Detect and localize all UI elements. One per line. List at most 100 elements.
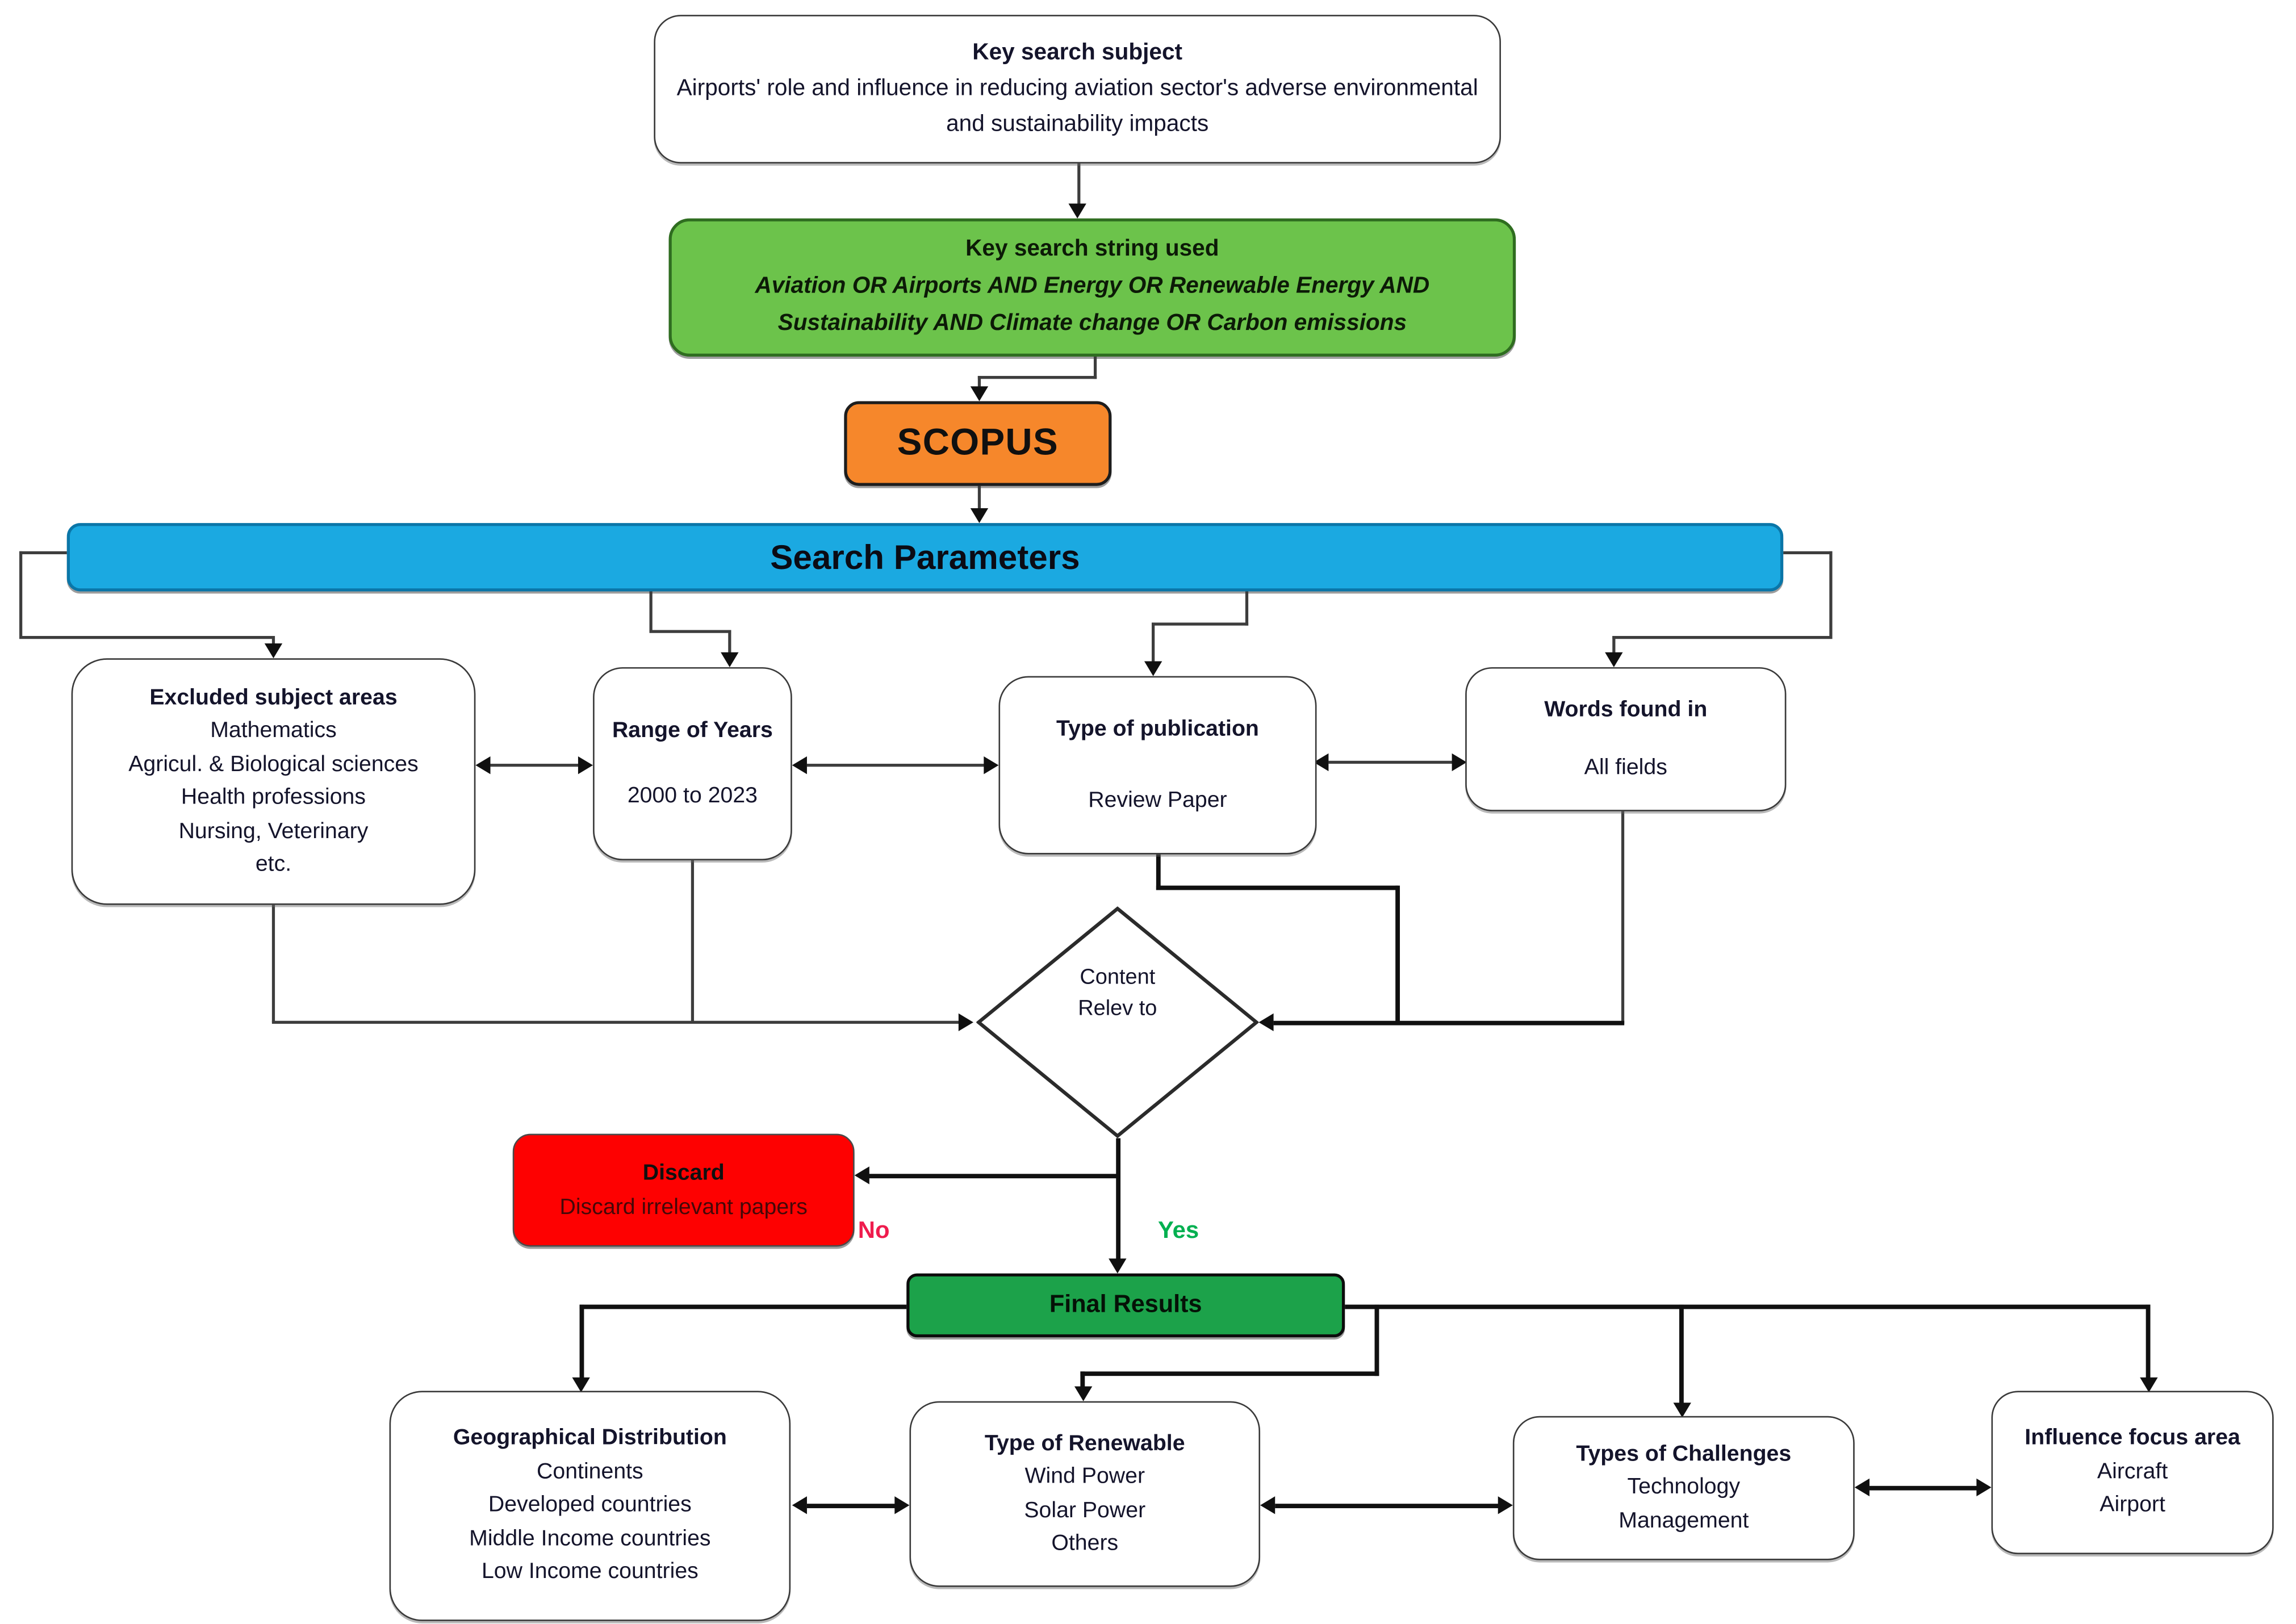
- words-found-in-title: Words found in: [1544, 697, 1708, 722]
- scopus-label: SCOPUS: [897, 422, 1059, 464]
- connector-diamond-down: [1116, 1138, 1121, 1266]
- search-parameters-label: Search Parameters: [770, 537, 1080, 576]
- decision-diamond-text: Content Relev to: [976, 963, 1258, 1026]
- excluded-line-2: Agricul. & Biological sciences: [128, 751, 419, 777]
- double-arrow-range-pub: [806, 764, 985, 767]
- excluded-line-3: Health professions: [181, 784, 366, 810]
- connector-string-down: [1093, 357, 1097, 379]
- arrowhead-into-bar: [970, 508, 989, 524]
- connector-fr-renewable-down: [1374, 1304, 1379, 1376]
- connector-into-pub: [1152, 622, 1155, 663]
- key-search-string-box: Key search string used Aviation OR Airpo…: [668, 218, 1516, 357]
- words-found-in-box: Words found in All fields: [1465, 667, 1787, 811]
- arrowhead-into-string-box: [1068, 203, 1086, 219]
- arrowhead-into-diamond-left: [958, 1013, 974, 1032]
- arrowhead-into-pub: [1144, 661, 1162, 676]
- type-of-renewable-box: Type of Renewable Wind Power Solar Power…: [909, 1401, 1261, 1587]
- excluded-subjects-box: Excluded subject areas Mathematics Agric…: [71, 658, 476, 905]
- geographical-line-2: Developed countries: [488, 1492, 692, 1518]
- connector-bar-to-pub-step: [1152, 622, 1249, 626]
- key-search-string-line2: Sustainability AND Climate change OR Car…: [777, 310, 1407, 336]
- influence-focus-area-box: Influence focus area Aircraft Airport: [1991, 1391, 2274, 1555]
- arrowhead-into-range-right: [792, 756, 807, 775]
- range-of-years-value: 2000 to 2023: [627, 783, 758, 809]
- connector-pub-down: [1156, 854, 1161, 890]
- influence-line-1: Aircraft: [2097, 1459, 2168, 1484]
- excluded-line-1: Mathematics: [210, 717, 337, 743]
- final-results-label: Final Results: [1049, 1291, 1202, 1319]
- arrowhead-into-words-left: [1452, 753, 1467, 772]
- arrowhead-into-renewable-right: [1260, 1496, 1275, 1514]
- arrowhead-into-pub-left: [984, 756, 999, 775]
- renewable-line-3: Others: [1051, 1530, 1119, 1556]
- arrowhead-into-range: [721, 652, 739, 667]
- connector-bar-right-across: [1612, 635, 1833, 639]
- geographical-line-1: Continents: [537, 1459, 643, 1484]
- connector-into-excluded: [271, 635, 275, 650]
- arrowhead-into-range-left: [578, 756, 593, 775]
- connector-into-renewable: [1080, 1371, 1085, 1389]
- key-search-string-title: Key search string used: [965, 236, 1219, 262]
- key-search-subject-title: Key search subject: [972, 40, 1183, 66]
- scopus-box: SCOPUS: [844, 401, 1112, 486]
- search-parameters-bar: Search Parameters: [66, 523, 1784, 592]
- connector-left-merge-to-diamond: [271, 1020, 960, 1024]
- type-of-publication-value: Review Paper: [1088, 787, 1227, 813]
- connector-excluded-down: [271, 905, 275, 1023]
- connector-bar-to-pub-down: [1245, 591, 1249, 626]
- connector-words-down: [1621, 811, 1625, 1024]
- connector-fr-right: [1345, 1304, 2151, 1309]
- double-arrow-geo-renewable: [806, 1504, 896, 1509]
- decision-line2: Relev to: [1078, 997, 1157, 1021]
- influence-line-2: Airport: [2100, 1492, 2165, 1518]
- connector-into-range: [728, 630, 731, 656]
- geographical-title: Geographical Distribution: [453, 1425, 727, 1451]
- arrowhead-into-challenges-left: [1498, 1496, 1513, 1514]
- discard-box: Discard Discard irrelevant papers: [512, 1133, 855, 1247]
- challenges-title: Types of Challenges: [1576, 1441, 1792, 1467]
- arrowhead-into-influence: [2140, 1377, 2158, 1392]
- type-of-publication-title: Type of publication: [1056, 715, 1259, 741]
- words-found-in-value: All fields: [1584, 754, 1667, 780]
- geographical-distribution-box: Geographical Distribution Continents Dev…: [389, 1391, 791, 1621]
- arrowhead-into-challenges-right: [1854, 1478, 1870, 1497]
- key-search-string-line1: Aviation OR Airports AND Energy OR Renew…: [755, 273, 1430, 299]
- connector-into-words: [1612, 635, 1616, 654]
- arrowhead-into-diamond-right: [1258, 1013, 1274, 1032]
- arrowhead-into-final-results: [1109, 1258, 1127, 1274]
- connector-bar-left-down: [19, 551, 23, 636]
- connector-bar-right-out: [1783, 551, 1833, 555]
- connector-subject-to-string: [1077, 163, 1081, 211]
- connector-bar-to-range-down: [649, 591, 653, 632]
- connector-pub-down2: [1395, 885, 1400, 1024]
- geographical-line-3: Middle Income countries: [469, 1525, 711, 1551]
- excluded-line-4: Nursing, Veterinary: [178, 818, 369, 844]
- arrowhead-into-excluded-right: [475, 756, 491, 775]
- connector-bar-to-range-step: [649, 630, 731, 633]
- connector-fr-challenges-down: [1679, 1304, 1684, 1404]
- challenges-line-1: Technology: [1627, 1474, 1741, 1500]
- arrowhead-into-discard: [854, 1166, 869, 1184]
- no-edge-label: No: [858, 1218, 890, 1244]
- decision-diamond-shape: [976, 906, 1259, 1139]
- connector-range-down: [691, 860, 695, 1023]
- arrowhead-into-challenges: [1673, 1403, 1691, 1418]
- connector-bar-right-down: [1829, 551, 1833, 636]
- arrowhead-into-renewable: [1074, 1386, 1093, 1401]
- challenges-line-2: Management: [1619, 1508, 1749, 1533]
- double-arrow-renewable-challenges: [1275, 1504, 1501, 1509]
- double-arrow-pub-words: [1328, 760, 1454, 764]
- discard-body: Discard irrelevant papers: [559, 1194, 808, 1220]
- range-of-years-box: Range of Years 2000 to 2023: [593, 667, 792, 861]
- influence-title: Influence focus area: [2025, 1425, 2240, 1451]
- range-of-years-title: Range of Years: [612, 717, 773, 743]
- arrowhead-into-excluded: [264, 643, 283, 659]
- connector-right-merge-to-diamond: [1273, 1020, 1625, 1026]
- connector-bar-left-across: [19, 635, 274, 639]
- arrowhead-into-geo-right: [792, 1496, 807, 1514]
- double-arrow-excluded-range: [490, 764, 580, 767]
- excluded-subjects-title: Excluded subject areas: [149, 684, 398, 710]
- renewable-line-2: Solar Power: [1024, 1497, 1146, 1522]
- connector-pub-step-right: [1156, 885, 1399, 890]
- yes-edge-label: Yes: [1158, 1218, 1199, 1244]
